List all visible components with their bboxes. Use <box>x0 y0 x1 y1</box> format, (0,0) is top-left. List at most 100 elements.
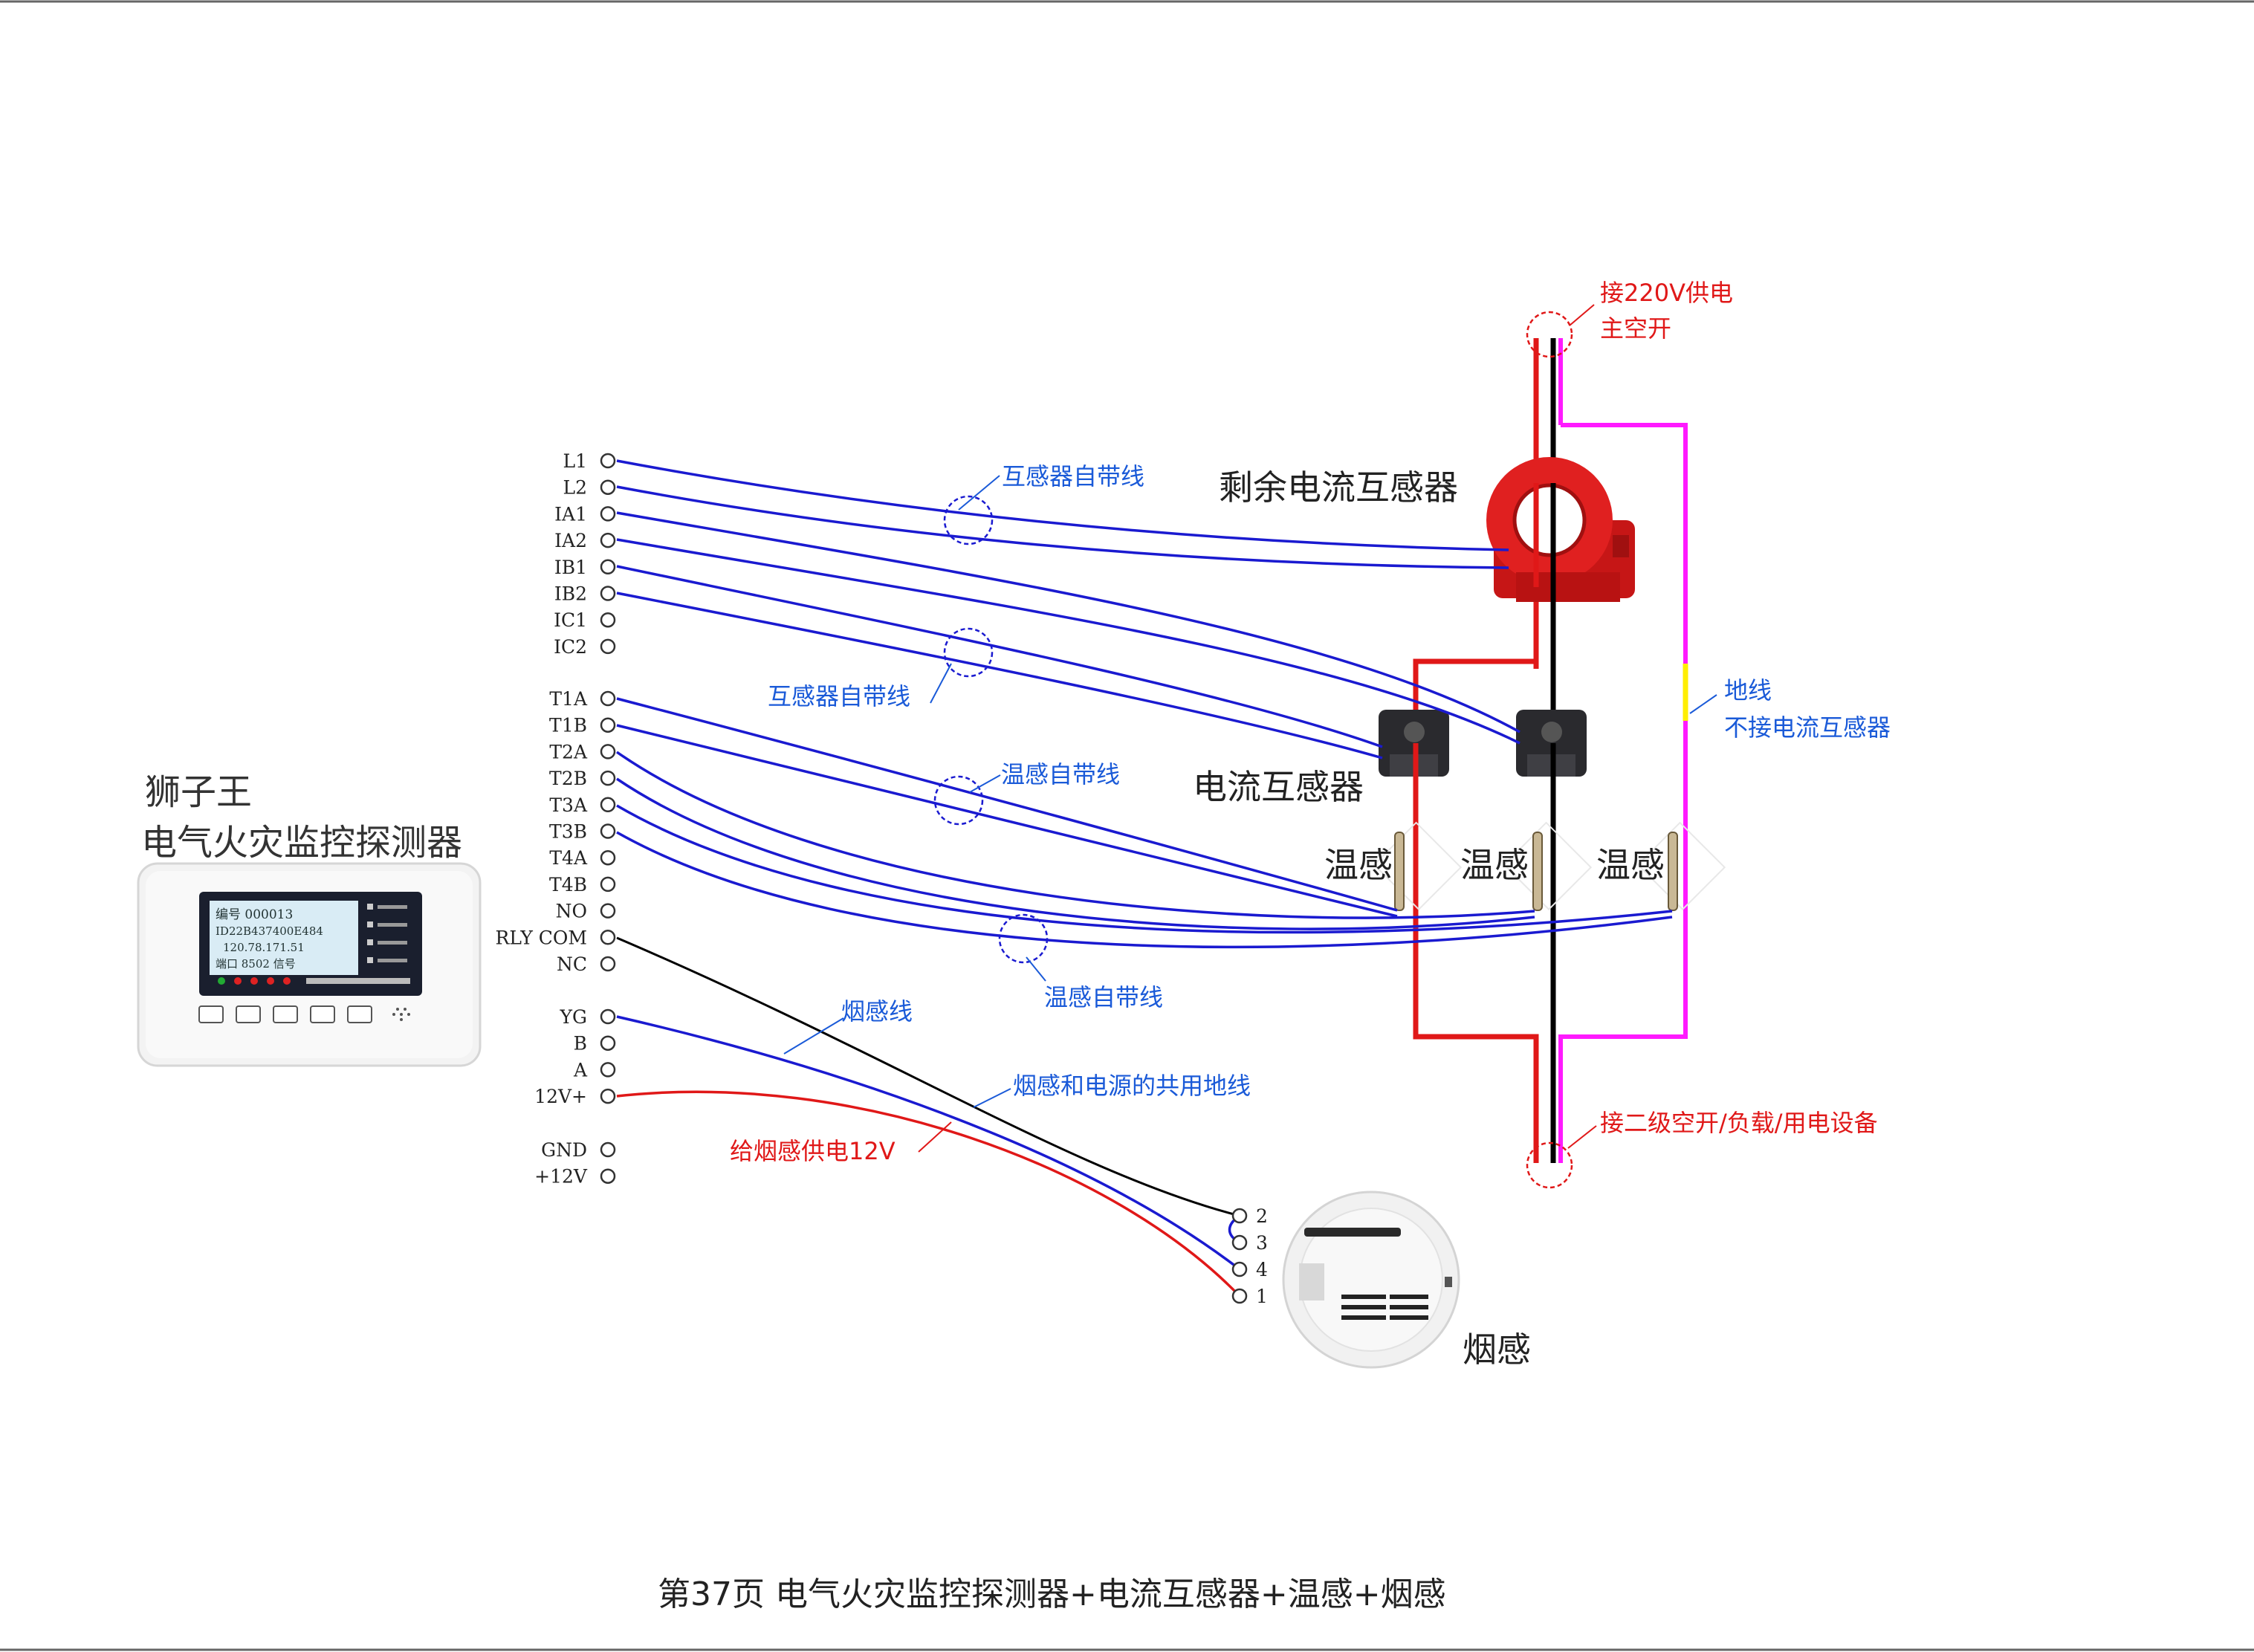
label-smoke-sensor: 烟感 <box>1463 1329 1531 1370</box>
footer-caption: 第37页 电气火灾监控探测器+电流互感器+温感+烟感 <box>658 1575 1446 1613</box>
signal-wires <box>616 459 1673 1298</box>
speaker-grille-icon <box>392 1008 410 1021</box>
terminal-screw-icon <box>600 930 616 945</box>
label-temp-wire-2: 温感自带线 <box>1044 983 1163 1011</box>
terminal-label: L2 <box>563 477 587 499</box>
rct-terminal-block <box>1613 535 1629 557</box>
terminal-screw-icon <box>600 770 616 786</box>
screen-key-caption <box>378 905 407 909</box>
terminal-screw-icon <box>600 1035 616 1051</box>
temperature-probe-3 <box>1636 821 1726 911</box>
detector-device: 狮子王 电气火灾监控探测器 编号 000013 ID22B437400E484 … <box>137 771 482 1067</box>
terminal-screw-icon <box>600 453 616 469</box>
terminal-label: A <box>573 1059 588 1081</box>
leader-power-in <box>1569 304 1595 326</box>
screen-key-icon <box>367 921 373 927</box>
terminal-screw-icon <box>600 479 616 495</box>
terminal-screw-icon <box>600 612 616 628</box>
rct-hole-rim <box>1512 483 1587 557</box>
temperature-probe-1 <box>1373 821 1463 911</box>
wire-bundle-markers <box>933 495 1049 964</box>
temp-probe-1-body <box>1394 832 1405 911</box>
ct-wire-marker-1 <box>943 495 994 545</box>
screen-key-icon <box>367 939 373 945</box>
smoke-detector <box>1278 1170 1468 1382</box>
terminal-label: NO <box>556 901 587 922</box>
device-brand: 狮子王 <box>145 771 252 813</box>
ct-right-hole <box>1541 722 1562 742</box>
wire-ia1 <box>616 511 1521 733</box>
wire-t1a <box>616 697 1398 912</box>
lcd-line-2: ID22B437400E484 <box>216 924 323 938</box>
label-load-out: 接二级空开/负载/用电设备 <box>1600 1109 1878 1137</box>
wire-12v <box>616 1090 1241 1298</box>
terminal-screw-icon <box>600 717 616 733</box>
screen-key-caption <box>378 941 407 945</box>
main-breaker-marker <box>1526 311 1573 358</box>
leader-smoke-power <box>918 1121 952 1153</box>
terminal-label: T3A <box>549 794 588 816</box>
terminal-label: T4A <box>549 847 588 869</box>
ground-wire-bottom <box>1558 721 1688 1163</box>
temp-probe-2-frame <box>1503 821 1593 911</box>
terminal-screw-icon <box>600 506 616 522</box>
label-temp-wire-1: 温感自带线 <box>1001 760 1120 788</box>
status-led-icon <box>218 977 225 985</box>
terminal-screw-icon <box>600 797 616 813</box>
terminal-screw-icon <box>600 1062 616 1078</box>
wire-t3b <box>616 831 1673 949</box>
rct-mount <box>1516 572 1620 602</box>
status-led-icon <box>267 977 274 985</box>
diagram-labels: 接220V供电 主空开 剩余电流互感器 互感器自带线 互感器自带线 电流互感器 … <box>658 279 1891 1613</box>
device-key-button <box>347 1005 372 1023</box>
wire-l2 <box>616 485 1509 569</box>
temp-probe-3-frame <box>1636 821 1726 911</box>
terminal-screw-icon <box>600 1008 616 1025</box>
temp-probe-2-body <box>1532 832 1543 911</box>
status-led-icon <box>250 977 258 985</box>
residual-current-transformer <box>1486 457 1635 603</box>
label-power-in-1: 接220V供电 <box>1600 279 1733 307</box>
leader-load-out <box>1567 1125 1597 1149</box>
screen-key-caption <box>378 959 407 962</box>
terminal-label: IC2 <box>554 636 587 658</box>
label-leaders <box>783 304 1717 1153</box>
terminal-screw-icon <box>600 1168 616 1184</box>
smoke-terminal-label: 1 <box>1256 1286 1268 1307</box>
load-breaker-marker <box>1526 1141 1573 1189</box>
wire-t3a <box>616 804 1673 934</box>
terminal-label: T3B <box>549 821 587 843</box>
leader-temp-wire-1 <box>969 774 1001 793</box>
terminal-label: T1B <box>549 715 587 736</box>
smoke-indicator <box>1445 1277 1452 1287</box>
label-power-in-2: 主空开 <box>1600 314 1671 343</box>
terminal-screw-icon <box>600 586 616 601</box>
wire-ib2 <box>616 592 1383 759</box>
terminal-label: B <box>574 1033 587 1055</box>
temp-probe-3-body <box>1668 832 1678 911</box>
label-temp-sensor-2: 温感 <box>1460 845 1529 885</box>
label-rcd-sensor: 剩余电流互感器 <box>1219 467 1458 508</box>
smoke-terminal-screw-icon <box>1231 1208 1248 1224</box>
leader-shared-ground <box>973 1088 1011 1108</box>
terminal-screw-icon <box>600 956 616 972</box>
terminal-label: IC1 <box>554 609 587 631</box>
terminal-label: NC <box>557 953 587 975</box>
label-temp-sensor-3: 温感 <box>1596 845 1665 885</box>
smoke-top-strip <box>1304 1228 1401 1237</box>
wire-t1b <box>616 724 1398 918</box>
terminal-screw-icon <box>600 690 616 707</box>
lcd-line-3: 120.78.171.51 <box>223 941 305 954</box>
device-name: 电气火灾监控探测器 <box>141 822 462 864</box>
terminal-label: +12V <box>534 1166 588 1188</box>
screen-key-caption <box>378 923 407 927</box>
smoke-terminal-label: 4 <box>1256 1259 1268 1280</box>
device-key-button <box>310 1005 335 1023</box>
label-temp-sensor-1: 温感 <box>1324 845 1393 885</box>
terminal-label: GND <box>541 1139 587 1161</box>
smoke-terminal-label: 3 <box>1256 1232 1268 1254</box>
wire-ib1 <box>616 565 1383 748</box>
terminal-label: IB1 <box>554 557 587 578</box>
